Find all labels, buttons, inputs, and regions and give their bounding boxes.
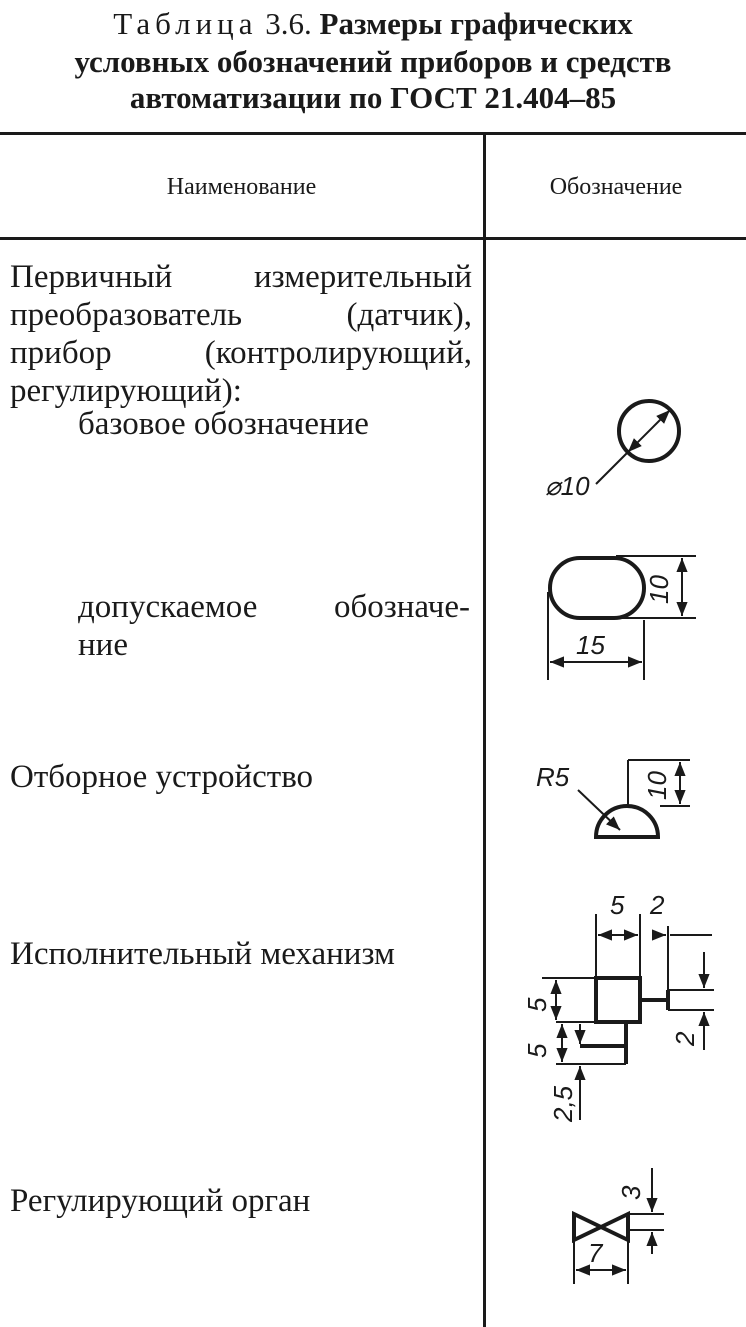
width-dimension-text: 7 [588, 1238, 604, 1268]
label-line: ние [78, 627, 128, 663]
left-dimension-text: 5 [522, 1043, 552, 1058]
valve-bowtie [572, 1210, 630, 1244]
right-dimension-text: 2 [670, 1031, 700, 1047]
valve-symbol: 3 7 [572, 1168, 664, 1284]
left-dimension-text: 5 [522, 997, 552, 1012]
diameter-dimension-arrow [627, 409, 671, 453]
width-dimension-text: 15 [576, 630, 605, 660]
semicircle-outline [593, 804, 661, 839]
table-column-divider [483, 132, 486, 1327]
row-primary-transducer-label: Первичный измерительный преобразователь … [10, 258, 472, 410]
top-dimension-text: 2 [649, 890, 665, 920]
base-symbol-circle: ⌀10 [545, 399, 681, 501]
radius-leader-arrow [577, 789, 621, 831]
caption-number: 3.6. [265, 6, 312, 41]
row-control-element-label: Регулирующий орган [10, 1183, 311, 1219]
caption-title-part-2: условных обозначений приборов и средств [74, 44, 672, 79]
caption-title-part-3: автоматизации по ГОСТ 21.404–85 [129, 80, 617, 115]
rounded-rect-outline [548, 556, 646, 620]
label-line: прибор (контролирующий, [10, 335, 472, 371]
allowed-symbol-rounded-rect: 10 15 [547, 555, 696, 680]
column-header-name: Наименование [166, 174, 317, 200]
actuator-square [594, 976, 642, 1024]
actuator-symbol: 5 2 5 5 2,5 2 [522, 890, 714, 1123]
caption-title-part-1: Размеры графических [319, 6, 633, 41]
table-header-rule [0, 237, 746, 240]
caption-word: Таблица [113, 6, 258, 41]
table-top-rule [0, 132, 746, 135]
row-tap-device-label: Отборное устройство [10, 759, 314, 795]
tap-device-symbol: 10 R5 [536, 759, 690, 839]
radius-dimension-text: R5 [536, 762, 570, 792]
row-base-symbol-label: базовое обозначение [78, 406, 369, 442]
top-dimension-text: 5 [610, 890, 625, 920]
row-actuator-label: Исполнительный механизм [10, 936, 395, 972]
height-dimension-text: 10 [642, 771, 672, 800]
instrument-circle [617, 399, 681, 463]
row-allowed-symbol-label: допускаемое обозначе- ние [78, 588, 470, 664]
height-dimension-text: 10 [644, 575, 674, 604]
diameter-dimension-text: ⌀10 [545, 471, 590, 501]
symbol-drawings: ⌀10 10 15 10 R5 5 2 [522, 399, 714, 1284]
left-dimension-text: 2,5 [548, 1085, 578, 1123]
label-line: преобразователь (датчик), [10, 297, 472, 333]
label-line: допускаемое обозначе- [78, 589, 470, 625]
column-header-symbol: Обозначение [549, 174, 683, 200]
diameter-leader-line [595, 451, 629, 485]
caption-line-1: Таблица 3.6. Размеры графических [0, 6, 746, 42]
label-line: Первичный измерительный [10, 259, 472, 295]
label-line: регулирующий): [10, 373, 242, 409]
height-dimension-text: 3 [616, 1185, 646, 1200]
